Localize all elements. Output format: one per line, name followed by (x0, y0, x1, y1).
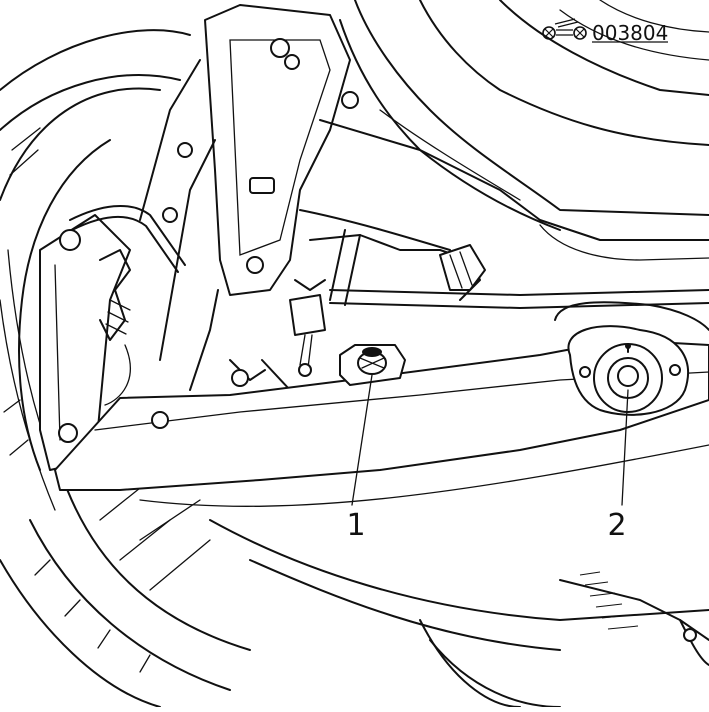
body-underside (299, 0, 709, 301)
part-1-mount (339, 344, 406, 386)
callout-leaders (351, 374, 629, 506)
figure-code: 003804 (592, 21, 668, 45)
anti-roll-bar (329, 229, 709, 309)
lower-panel (209, 519, 709, 708)
linkage-rod (229, 279, 326, 391)
camera-icon (542, 18, 587, 40)
wheel (0, 29, 251, 708)
figure-code-group: 003804 (542, 18, 668, 45)
hub-carrier (39, 142, 193, 471)
strut-bracket (139, 4, 359, 391)
callout-label-1: 1 (346, 508, 365, 543)
callout-label-2: 2 (607, 508, 626, 543)
part-2-mount (554, 301, 709, 416)
